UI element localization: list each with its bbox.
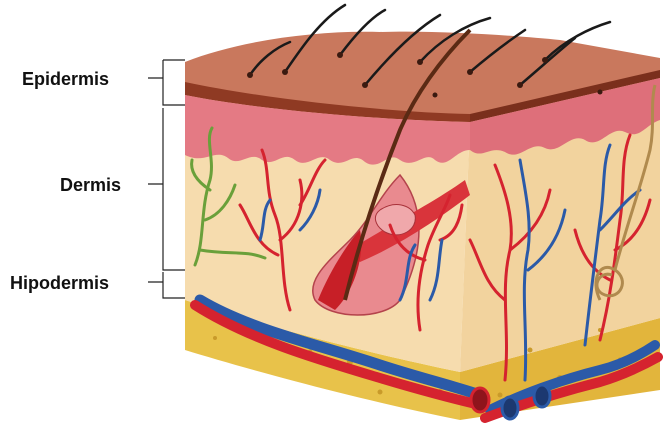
label-hypodermis: Hipodermis	[10, 274, 109, 292]
epidermis-bracket	[148, 60, 185, 105]
hypodermis-bracket	[148, 272, 185, 298]
layer-brackets	[148, 60, 185, 298]
label-dermis: Dermis	[60, 176, 121, 194]
label-epidermis: Epidermis	[22, 70, 109, 88]
dermis-bracket	[148, 108, 185, 270]
